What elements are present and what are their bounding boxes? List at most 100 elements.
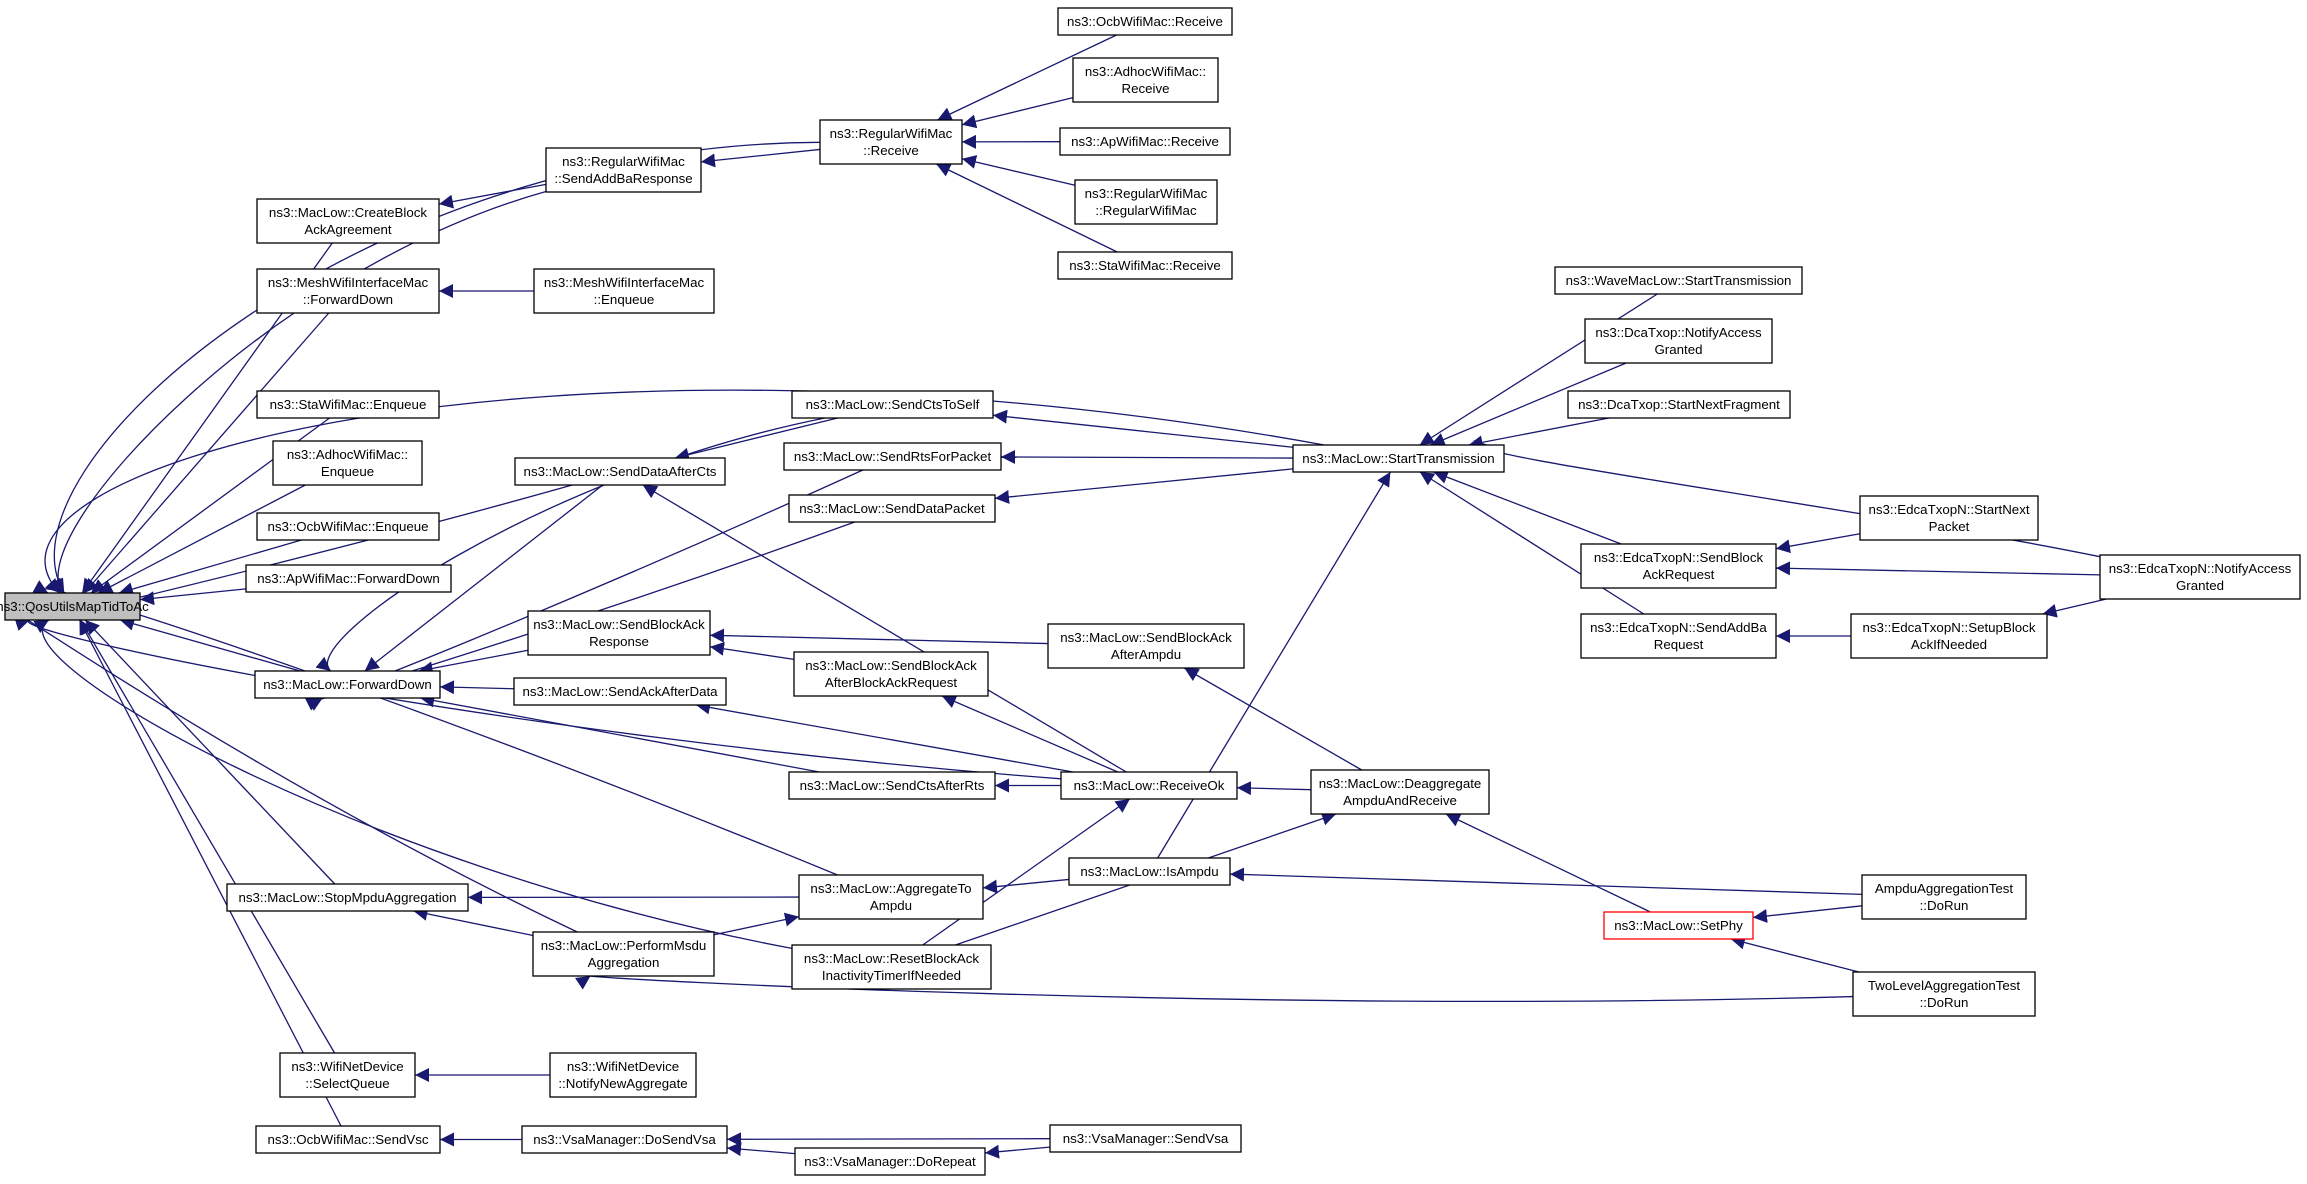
node-label: ::RegularWifiMac	[1095, 203, 1197, 218]
edge-line	[119, 617, 301, 672]
node-label: ns3::EdcaTxopN::StartNext	[1868, 502, 2029, 517]
node-label: ns3::MacLow::SetPhy	[1614, 918, 1743, 933]
edge-line	[709, 641, 795, 661]
edge-line	[315, 417, 826, 672]
node-label: AckRequest	[1643, 567, 1715, 582]
node-send-data-after-cts[interactable]: ns3::MacLow::SendDataAfterCts	[514, 457, 726, 486]
node-vsa-repeat[interactable]: ns3::VsaManager::DoRepeat	[794, 1147, 986, 1176]
node-label: Granted	[2176, 578, 2224, 593]
node-box	[1059, 127, 1231, 156]
edge-resetBlockAck-to-receiveOk	[922, 798, 1131, 946]
node-label: ns3::DcaTxop::NotifyAccess	[1595, 325, 1762, 340]
node-reg-send-add-ba[interactable]: ns3::RegularWifiMac::SendAddBaResponse	[545, 147, 702, 193]
edge-line	[1445, 813, 1651, 913]
node-ocb-receive[interactable]: ns3::OcbWifiMac::Receive	[1057, 7, 1233, 36]
edge-line	[726, 1142, 796, 1157]
node-box	[254, 670, 441, 699]
node-send-cts-to-self[interactable]: ns3::MacLow::SendCtsToSelf	[791, 390, 994, 419]
node-label: TwoLevelAggregationTest	[1868, 978, 2021, 993]
edge-line	[961, 155, 1076, 186]
node-label: ns3::MacLow::SendBlockAck	[533, 617, 705, 632]
edge-line	[726, 1132, 1051, 1147]
node-start-tx[interactable]: ns3::MacLow::StartTransmission	[1292, 444, 1505, 473]
node-set-phy[interactable]: ns3::MacLow::SetPhy	[1603, 911, 1754, 940]
edge-line	[1433, 470, 1622, 545]
edge-regReceive-to-regSendAddBa	[700, 148, 821, 168]
node-qos[interactable]: ns3::QosUtilsMapTidToAc	[0, 592, 149, 621]
node-send-block-ack-after-b-a-r[interactable]: ns3::MacLow::SendBlockAckAfterBlockAckRe…	[793, 651, 989, 697]
node-reg-receive[interactable]: ns3::RegularWifiMac::Receive	[819, 119, 963, 165]
node-box	[1068, 857, 1231, 886]
node-is-ampdu[interactable]: ns3::MacLow::IsAmpdu	[1068, 857, 1231, 886]
node-dca-next-frag[interactable]: ns3::DcaTxop::StartNextFragment	[1567, 390, 1791, 419]
node-send-rts-for-packet[interactable]: ns3::MacLow::SendRtsForPacket	[783, 442, 1002, 471]
edge-ampduTest-to-setPhy	[1752, 905, 1863, 923]
edge-startTx-to-sendRtsForPacket	[1000, 449, 1294, 464]
edge-sendCtsToSelf-to-sendDataAfterCts	[674, 417, 838, 462]
edge-vsaSend-to-vsaRepeat	[984, 1144, 1051, 1159]
node-box	[1850, 613, 2048, 659]
node-send-data-packet[interactable]: ns3::MacLow::SendDataPacket	[788, 494, 996, 523]
node-label: ns3::MacLow::IsAmpdu	[1080, 864, 1218, 879]
edge-line	[33, 619, 793, 950]
node-mesh-fwd[interactable]: ns3::MeshWifiInterfaceMac::ForwardDown	[256, 268, 440, 314]
node-sta-enq[interactable]: ns3::StaWifiMac::Enqueue	[256, 390, 440, 419]
node-box	[1049, 1124, 1242, 1153]
node-mesh-enq[interactable]: ns3::MeshWifiInterfaceMac::Enqueue	[533, 268, 715, 314]
node-receive-ok[interactable]: ns3::MacLow::ReceiveOk	[1060, 771, 1238, 800]
node-box	[527, 610, 711, 656]
node-reset-block-ack[interactable]: ns3::MacLow::ResetBlockAckInactivityTime…	[791, 944, 992, 990]
edge-line	[1775, 533, 1861, 554]
edge-line	[709, 628, 1049, 645]
node-reg-ctor[interactable]: ns3::RegularWifiMac::RegularWifiMac	[1074, 179, 1218, 225]
node-mac-fwd[interactable]: ns3::MacLow::ForwardDown	[254, 670, 441, 699]
edge-edcaStartNext-to-edcaSendBlockAck	[1775, 533, 1861, 554]
node-box	[1852, 971, 2036, 1017]
node-label: Ampdu	[870, 898, 912, 913]
node-vsa-do-send[interactable]: ns3::VsaManager::DoSendVsa	[521, 1125, 728, 1154]
edge-waveStart-to-startTx	[1419, 293, 1658, 446]
node-box	[788, 494, 996, 523]
node-box	[1292, 444, 1505, 473]
node-ap-fwd[interactable]: ns3::ApWifiMac::ForwardDown	[245, 564, 452, 593]
node-label: Granted	[1654, 342, 1702, 357]
edge-staReceive-to-regReceive	[935, 163, 1118, 253]
node-ocb-enq[interactable]: ns3::OcbWifiMac::Enqueue	[256, 512, 440, 541]
node-send-cts-after-rts[interactable]: ns3::MacLow::SendCtsAfterRts	[788, 771, 996, 800]
node-ap-receive[interactable]: ns3::ApWifiMac::Receive	[1059, 127, 1231, 156]
node-vsa-send[interactable]: ns3::VsaManager::SendVsa	[1049, 1124, 1242, 1153]
node-adhoc-enq[interactable]: ns3::AdhocWifiMac::Enqueue	[272, 440, 423, 486]
node-label: ns3::MacLow::SendCtsAfterRts	[800, 778, 985, 793]
edge-line	[118, 539, 302, 596]
node-send-ack-after-data[interactable]: ns3::MacLow::SendAckAfterData	[513, 677, 727, 706]
node-ocb-send-vsc[interactable]: ns3::OcbWifiMac::SendVsc	[255, 1125, 441, 1154]
edge-aggregateTo-to-qos	[32, 580, 838, 876]
node-wifi-notify[interactable]: ns3::WifiNetDevice::NotifyNewAggregate	[549, 1052, 697, 1098]
node-sta-receive[interactable]: ns3::StaWifiMac::Receive	[1057, 251, 1233, 280]
node-two-level-test[interactable]: TwoLevelAggregationTest::DoRun	[1852, 971, 2036, 1017]
edge-line	[438, 183, 547, 209]
node-label: Request	[1654, 637, 1704, 652]
node-label: ns3::EdcaTxopN::SendBlock	[1594, 550, 1764, 565]
edge-line	[935, 163, 1118, 253]
node-wave-start[interactable]: ns3::WaveMacLow::StartTransmission	[1554, 266, 1803, 295]
node-ampdu-test[interactable]: AmpduAggregationTest::DoRun	[1861, 874, 2027, 920]
node-wifi-select[interactable]: ns3::WifiNetDevice::SelectQueue	[279, 1052, 416, 1098]
edge-line	[992, 409, 1294, 448]
edge-line	[44, 389, 1325, 594]
node-stop-mpdu[interactable]: ns3::MacLow::StopMpduAggregation	[226, 883, 469, 912]
edge-edcaSendAddBa-to-startTx	[1419, 471, 1645, 615]
node-adhoc-receive[interactable]: ns3::AdhocWifiMac::Receive	[1072, 57, 1219, 103]
